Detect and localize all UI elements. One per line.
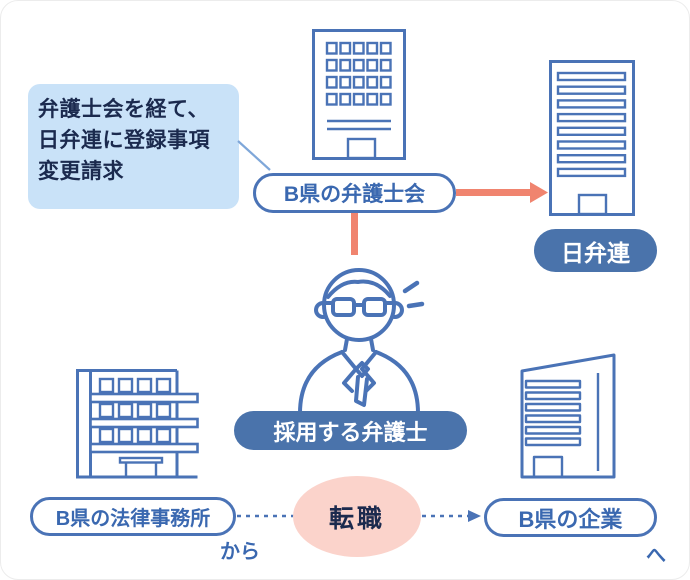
note-line: 弁護士会を経て、 — [38, 98, 209, 121]
tower-building-icon — [549, 60, 635, 216]
apartment-building-icon — [76, 369, 199, 479]
node-bar-association: B県の弁護士会 — [253, 173, 456, 213]
transfer-badge: 転職 — [293, 476, 421, 557]
node-label: B県の弁護士会 — [283, 183, 426, 206]
suffix-to: へ — [646, 545, 666, 567]
node-label: 採用する弁護士 — [273, 419, 428, 445]
note-line: 日弁連に登録事項 — [38, 129, 210, 152]
office-building-icon — [312, 29, 406, 160]
corporate-building-icon — [520, 353, 616, 479]
dotted-line — [237, 514, 295, 518]
bubble-tail-line — [237, 140, 271, 171]
node-company: B県の企業 — [484, 498, 657, 537]
suffix-from: から — [220, 541, 260, 563]
vertical-connector-line — [351, 210, 358, 255]
transfer-label: 転職 — [328, 504, 385, 533]
node-label: B県の法律事務所 — [55, 508, 211, 530]
dotted-arrow-icon — [422, 510, 481, 522]
note-line: 変更請求 — [38, 160, 124, 183]
node-label: 日弁連 — [561, 239, 630, 266]
node-label: B県の企業 — [518, 506, 623, 532]
businessman-glasses-icon — [298, 268, 425, 415]
note-bubble: 弁護士会を経て、 日弁連に登録事項 変更請求 — [28, 84, 239, 209]
node-law-office: B県の法律事務所 — [30, 497, 236, 536]
node-lawyer: 採用する弁護士 — [234, 411, 467, 450]
arrow-right-icon — [456, 182, 548, 203]
node-nichibenren: 日弁連 — [534, 229, 657, 272]
